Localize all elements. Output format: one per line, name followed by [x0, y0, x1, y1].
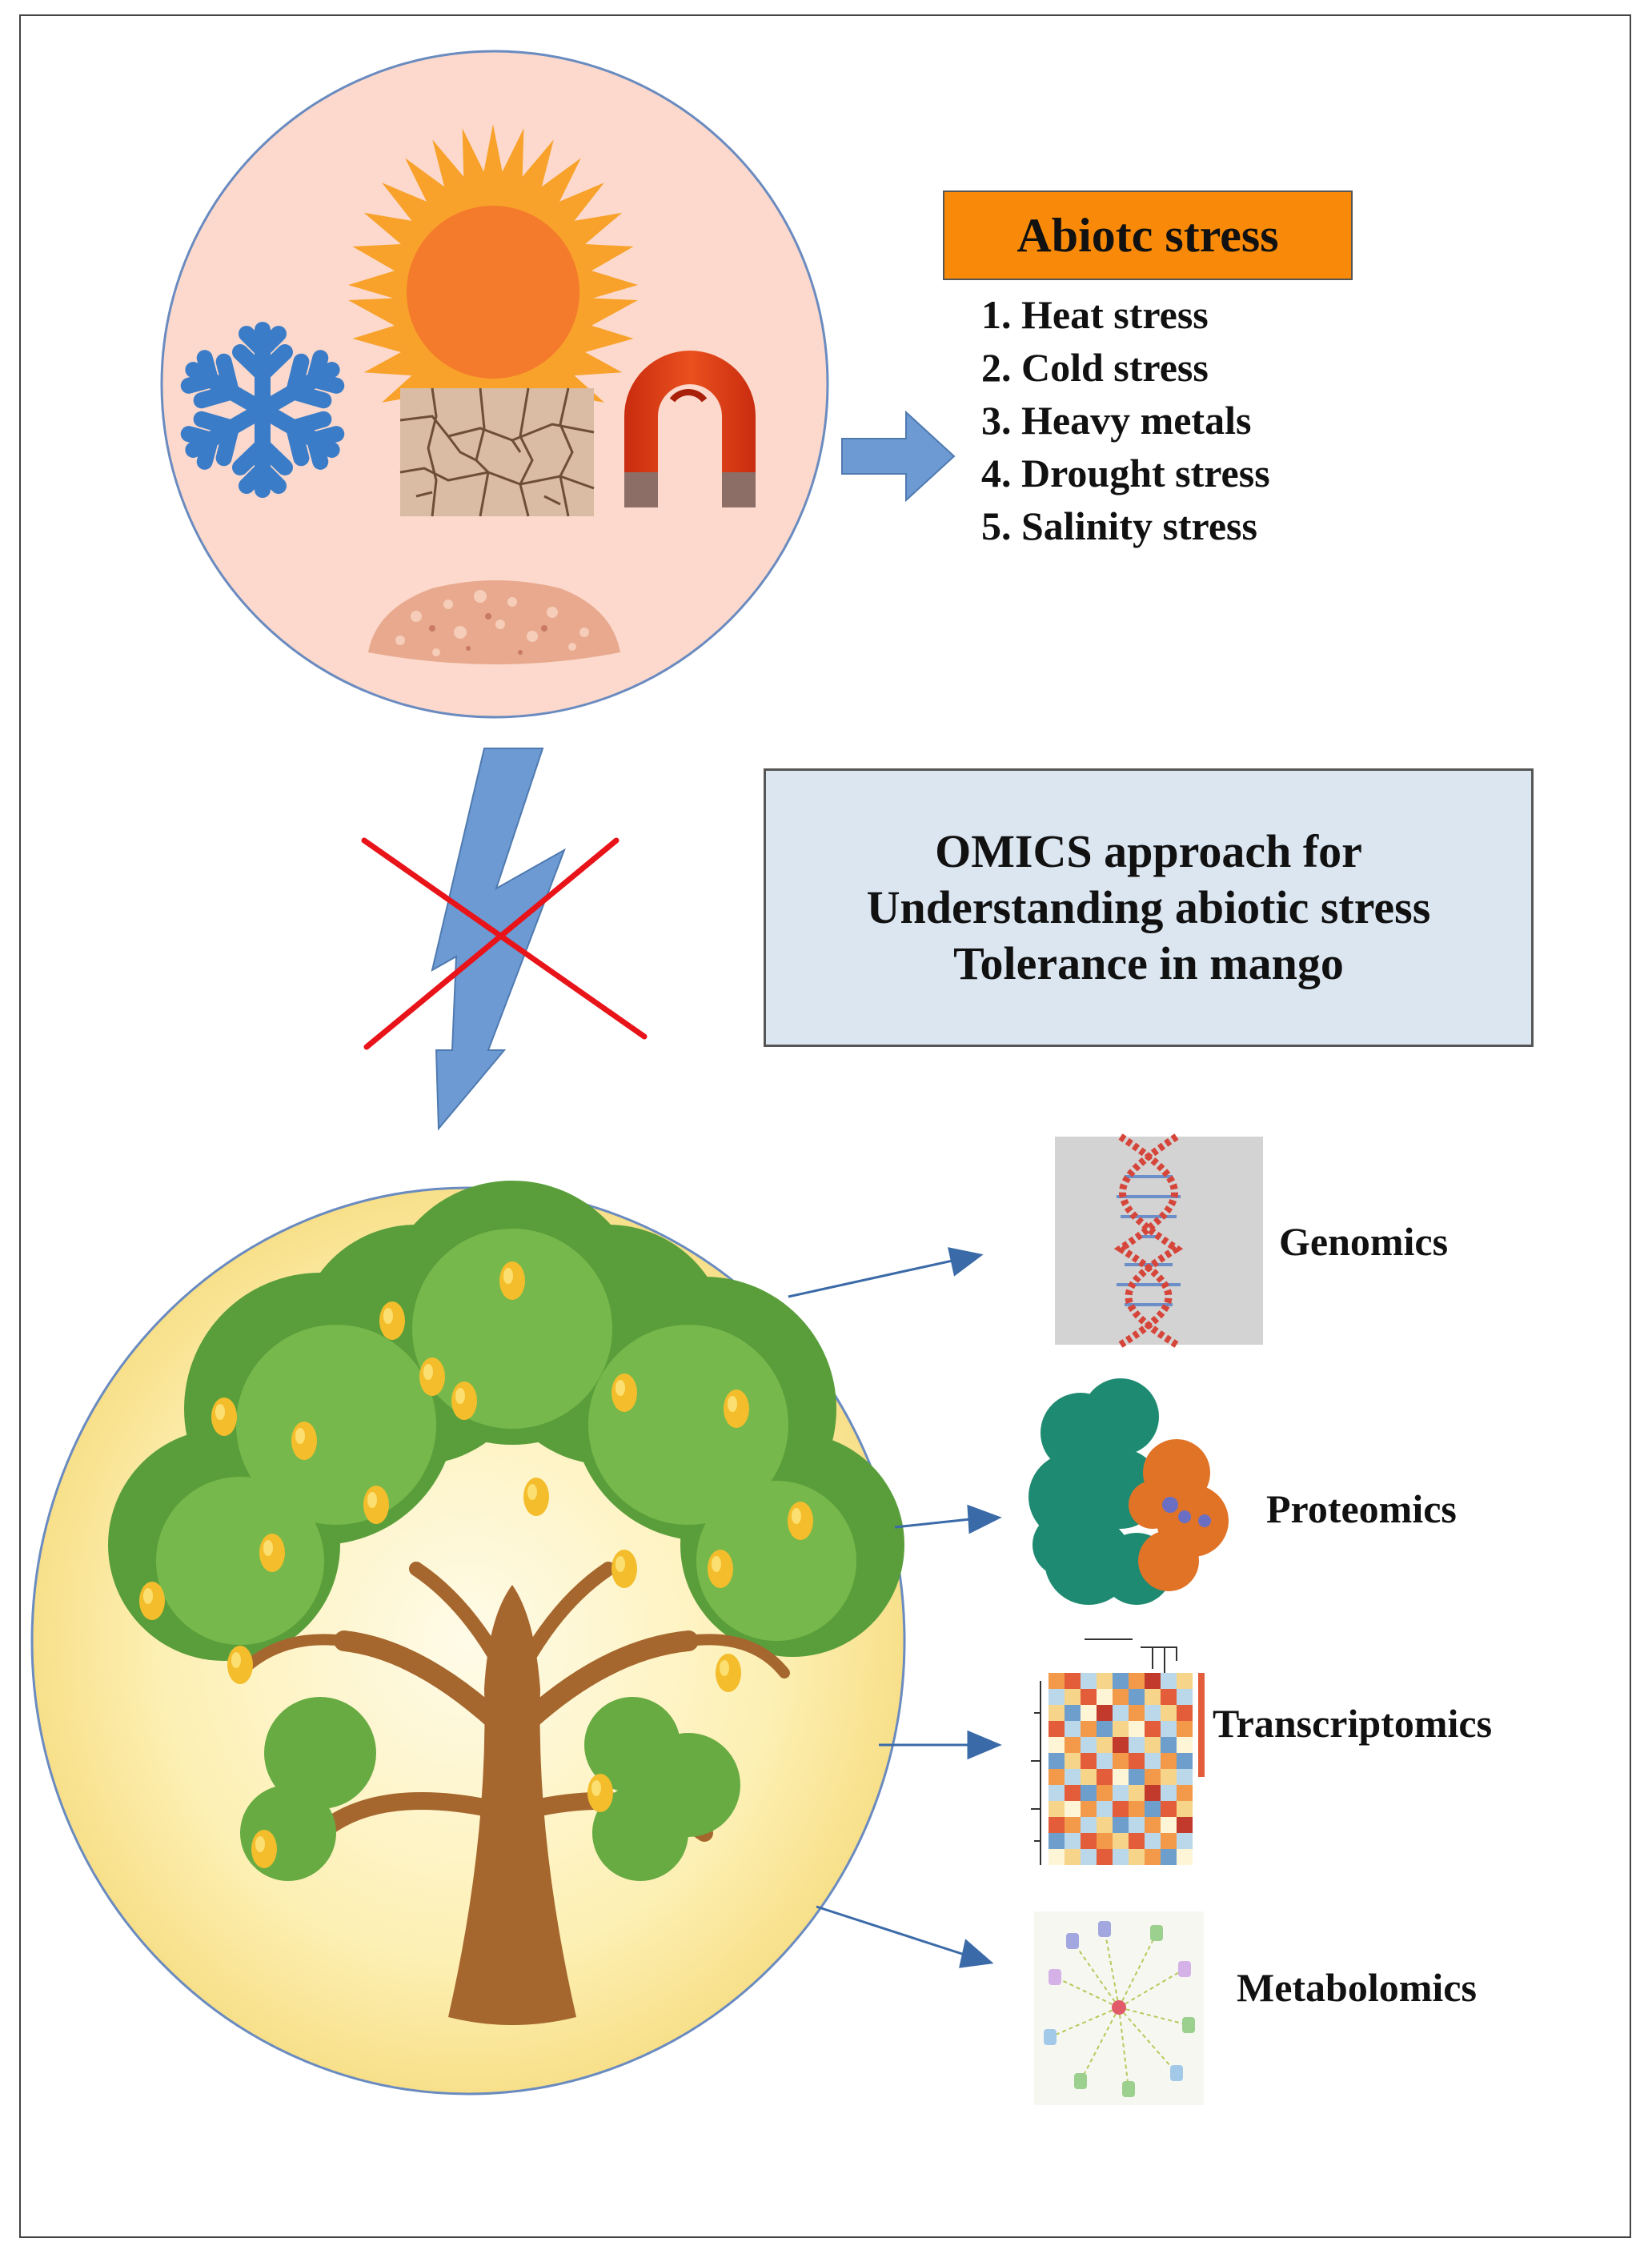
- figure-frame: [19, 14, 1631, 2238]
- omics-arrows: [788, 1247, 1002, 1968]
- magnet-icon: [624, 351, 756, 507]
- abiotic-stress-list: 1. Heat stress 2. Cold stress 3. Heavy m…: [981, 288, 1270, 552]
- protein-icon: [1028, 1378, 1229, 1605]
- genomics-label: Genomics: [1279, 1219, 1449, 1264]
- snowflake-icon: [182, 322, 343, 490]
- abiotic-stress-heading: Abiotc stress: [943, 191, 1353, 280]
- salt-pile-icon: [368, 580, 620, 664]
- list-item: 3. Heavy metals: [981, 398, 1252, 443]
- metabolite-network-icon: [1034, 1911, 1204, 2105]
- omics-approach-box: OMICS approach for Understanding abiotic…: [764, 768, 1534, 1047]
- cracked-soil-icon: [399, 387, 595, 517]
- omics-box-line: Tolerance in mango: [953, 937, 1344, 989]
- list-item: 1. Heat stress: [981, 292, 1209, 337]
- omics-box-line: OMICS approach for: [935, 825, 1362, 877]
- right-arrow: [841, 410, 956, 503]
- omics-box-line: Understanding abiotic stress: [866, 881, 1431, 933]
- cross-icon: [361, 837, 648, 1050]
- proteomics-label: Proteomics: [1266, 1486, 1457, 1531]
- mango-tree-icon: [108, 1181, 904, 2025]
- list-item: 2. Cold stress: [981, 345, 1209, 390]
- transcriptomics-label: Transcriptomics: [1213, 1701, 1493, 1746]
- metabolomics-label: Metabolomics: [1237, 1965, 1477, 2010]
- sun-icon: [348, 124, 638, 461]
- dna-icon: [1055, 1133, 1263, 1348]
- list-item: 4. Drought stress: [981, 451, 1270, 495]
- list-item: 5. Salinity stress: [981, 503, 1257, 548]
- heatmap-icon: [1031, 1638, 1205, 1865]
